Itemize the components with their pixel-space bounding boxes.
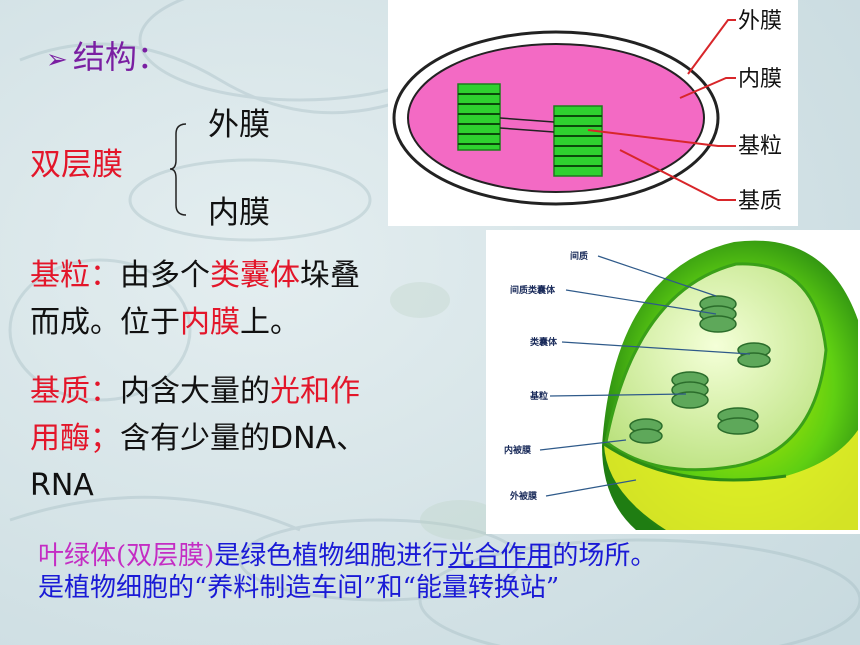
grana-text: 由多个	[120, 258, 210, 293]
grana-text: 垛叠	[300, 258, 360, 293]
summary-text-part: 的场所。	[552, 541, 657, 571]
enzyme-term: 用酶；	[30, 421, 120, 456]
heading-text: 结构：	[72, 38, 169, 76]
double-membrane-label: 双层膜	[30, 147, 123, 183]
thylakoid-term: 类囊体	[210, 258, 300, 293]
grana-description: 基粒：由多个类囊体垛叠 而成。位于内膜上。	[30, 252, 470, 346]
chloroplast-section-diagram: 外膜 内膜 基粒 基质	[388, 0, 798, 226]
stroma-text: 内含大量的	[120, 374, 270, 409]
brace-icon	[170, 123, 187, 216]
grana-text: 而成。位于	[30, 305, 180, 340]
summary-text-part: 是绿色植物细胞进行	[214, 541, 449, 571]
stroma-label: 基质：	[30, 374, 120, 409]
summary-line-2: 是植物细胞的“养料制造车间”和“能量转换站”	[38, 573, 560, 603]
summary-text: 叶绿体(双层膜)是绿色植物细胞进行光合作用的场所。 是植物细胞的“养料制造车间”…	[38, 540, 838, 604]
photosynthesis-term: 光合作用	[448, 541, 553, 571]
outer-membrane-text: 外膜	[208, 107, 270, 143]
inner-membrane-term: 内膜	[180, 305, 240, 340]
structure-heading: ➢ 结构：	[46, 34, 169, 83]
label-stroma-3d: 间质	[570, 250, 588, 262]
chloroplast-3d-image: 间质 间质类囊体 类囊体 基粒 内被膜 外被膜	[504, 240, 858, 530]
label-granum: 基粒	[738, 133, 782, 158]
granum-left	[457, 83, 501, 151]
label-outer-envelope: 外被膜	[509, 490, 538, 502]
summary-line-1: 叶绿体(双层膜)是绿色植物细胞进行光合作用的场所。	[38, 540, 838, 572]
label-stroma: 基质	[738, 188, 782, 213]
label-inner-envelope: 内被膜	[504, 444, 532, 456]
chloroplast-section-image: 外膜 内膜 基粒 基质	[392, 8, 782, 213]
label-outer-membrane: 外膜	[738, 8, 782, 33]
label-inner-membrane: 内膜	[738, 66, 782, 91]
stroma-text: RNA	[30, 468, 94, 503]
inner-membrane-text: 内膜	[208, 195, 270, 231]
arrow-bullet-icon: ➢	[46, 45, 68, 75]
label-stroma-thylakoid: 间质类囊体	[510, 284, 556, 296]
label-thylakoid: 类囊体	[530, 336, 558, 348]
label-granum-3d: 基粒	[529, 390, 548, 402]
chloroplast-term: 叶绿体(双层膜)	[38, 541, 215, 571]
chloroplast-3d-diagram: 间质 间质类囊体 类囊体 基粒 内被膜 外被膜	[486, 230, 860, 534]
granum-right	[553, 105, 603, 177]
stroma-description: 基质：内含大量的光和作 用酶；含有少量的DNA、 RNA	[30, 368, 470, 509]
grana-label: 基粒：	[30, 258, 120, 293]
grana-text: 上。	[240, 305, 300, 340]
enzyme-term: 光和作	[270, 374, 360, 409]
stroma-text: 含有少量的DNA、	[120, 421, 367, 456]
